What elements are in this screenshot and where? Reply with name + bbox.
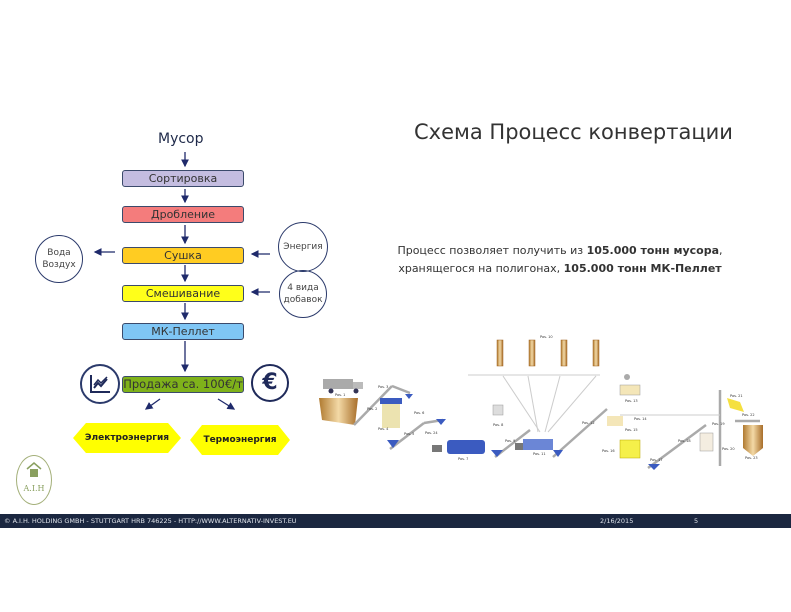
slide-title: Схема Процесс конвертации [414,120,733,144]
pos-label: Pos. 10 [540,335,553,339]
pos-label: Pos. 2 [367,407,377,411]
flow-step-mixing: Смешивание [122,285,244,302]
flow-step-sale: Продажа са. 100€/т [122,376,244,393]
air-label: Воздух [42,260,76,270]
pos-label: Pos. 3 [378,385,388,389]
flow-step-sorting: Сортировка [122,170,244,187]
desc-part2: , [719,244,723,257]
pos-label: Pos. 21 [730,394,743,398]
pos-label: Pos. 12 [582,421,595,425]
chart-growth-icon [80,364,120,404]
pos-label: Pos. 22 [742,413,755,417]
water-label: Вода [47,248,71,258]
pos-label: Pos. 8 [493,423,503,427]
pos-label: Pos. 23 [745,456,758,460]
desc-part1: Процесс позволяет получить из [397,244,587,257]
flow-step-drying: Сушка [122,247,244,264]
pos-label: Pos. 24 [425,431,438,435]
flow-arrows [93,152,270,410]
water-air-circle: Вода Воздух [35,235,83,283]
description: Процесс позволяет получить из 105.000 то… [360,242,760,278]
pos-label: Pos. 14 [634,417,647,421]
footer-copyright: © A.I.H. HOLDING GMBH - STUTTGART HRB 74… [4,517,297,525]
pos-label: Pos. 11 [533,452,546,456]
footer-page-number: 5 [694,517,699,525]
truck-icon [323,379,363,394]
euro-icon: € [251,364,289,402]
plant-position-labels: Pos. 1 Pos. 2 Pos. 3 Pos. 4 Pos. 5 Pos. … [335,335,758,462]
pos-label: Pos. 19 [712,422,725,426]
additives-line2: добавок [283,295,323,305]
pos-label: Pos. 16 [602,449,615,453]
logo-text: A.I.H [23,484,45,493]
pos-label: Pos. 6 [414,411,424,415]
pos-label: Pos. 5 [404,432,414,436]
pos-label: Pos. 9 [505,439,515,443]
flow-input-label: Мусор [158,131,204,147]
output-heat: Термоэнергия [190,425,290,455]
energy-label: Энергия [283,242,323,252]
flow-step-crushing: Дробление [122,206,244,223]
pos-label: Pos. 15 [625,428,638,432]
flow-step-pellet: МК-Пеллет [122,323,244,340]
additives-line1: 4 вида [287,283,319,293]
pos-label: Pos. 13 [625,399,638,403]
output-electricity: Электроэнергия [73,423,181,453]
additives-circle: 4 вида добавок [279,270,327,318]
house-icon [26,462,42,477]
desc-part3: хранящегося на полигонах, [398,262,564,275]
pos-label: Pos. 20 [722,447,735,451]
pos-label: Pos. 18 [678,439,691,443]
company-logo: A.I.H [16,455,52,505]
footer-date: 2/16/2015 [600,517,634,525]
desc-bold2: 105.000 тонн МК-Пеллет [563,262,722,275]
pos-label: Pos. 4 [378,427,389,431]
desc-bold1: 105.000 тонн мусора [586,244,720,257]
pos-label: Pos. 7 [458,457,468,461]
pos-label: Pos. 17 [650,458,663,462]
footer-bar: © A.I.H. HOLDING GMBH - STUTTGART HRB 74… [0,514,791,528]
pos-label: Pos. 1 [335,393,345,397]
plant-process-diagram: Pos. 1 Pos. 2 Pos. 3 Pos. 4 Pos. 5 Pos. … [319,335,763,470]
